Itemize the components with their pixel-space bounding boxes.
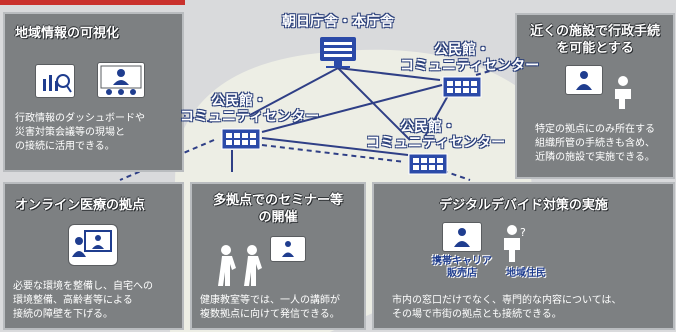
panel-digital: デジタルデバイド対策の実施 ? 携帯キャリア 販売店 地域住民 市内の窓口だけで… (372, 182, 675, 330)
title-line: を可能とする (556, 41, 634, 56)
title-strip (0, 0, 185, 5)
hq-label: 朝日庁舎・本庁舎 (282, 14, 394, 30)
panel-digital-body: 市内の窓口だけでなく、専門的な内容については、 その場で市街の拠点とも接続できる… (392, 294, 622, 322)
link-hq-right-top (337, 67, 441, 81)
lecturer-screen-icon (270, 236, 306, 262)
panel-medical-title: オンライン医療の拠点 (15, 198, 146, 213)
body-line: の接続に活用できる。 (15, 141, 115, 152)
video-conference-icon (97, 62, 145, 98)
link-left-right-bottom (261, 137, 409, 156)
label-line: 公民館・ (211, 93, 267, 109)
body-line: 組織所管の手続きも含め、 (535, 138, 655, 149)
link-hq-left (249, 67, 339, 116)
center-right-top-label: 公民館・ コミュニティセンター (400, 42, 540, 74)
dashed-left-medical (119, 139, 215, 181)
panel-nearby-body: 特定の拠点にのみ所在する 組織所管の手続きも含め、 近隣の施設で実施できる。 (517, 123, 673, 165)
body-line: 近隣の施設で実施できる。 (535, 152, 655, 163)
dashed-left-rb (261, 144, 406, 163)
body-line: 健康教室等では、一人の講師が (200, 295, 340, 306)
title-line: 近くの施設で行政手続 (529, 24, 660, 39)
body-line: その場で市街の拠点とも接続できる。 (392, 309, 562, 320)
panel-seminar: 多拠点でのセミナー等 の開催 健康教室等では、一人の講師が 複数拠点に向けて発信… (190, 182, 366, 330)
government-building-icon (320, 37, 356, 68)
carrier-shop-label: 携帯キャリア 販売店 (432, 256, 492, 280)
panel-seminar-body: 健康教室等では、一人の講師が 複数拠点に向けて発信できる。 (200, 294, 340, 322)
link-left-right-top (261, 84, 443, 133)
body-line: 複数拠点に向けて発信できる。 (200, 309, 340, 320)
body-line: 行政情報のダッシュボードや (15, 113, 145, 124)
panel-medical-body: 必要な環境を整備し、自宅への 環境整備、高齢者等による 接続の障壁を下げる。 (13, 280, 153, 322)
body-line: 市内の窓口だけでなく、専門的な内容については、 (392, 295, 622, 306)
label-line: 公民館・ (400, 119, 456, 135)
panel-seminar-title: 多拠点でのセミナー等 の開催 (192, 192, 364, 226)
body-line: 特定の拠点にのみ所在する (535, 124, 655, 135)
center-right-bottom-label: 公民館・ コミュニティセンター (366, 119, 506, 151)
label-line: コミュニティセンター (180, 109, 320, 125)
community-center-icon (442, 76, 482, 98)
title-line: 多拠点でのセミナー等 (212, 193, 343, 208)
exercise-people-icon (218, 245, 262, 286)
panel-medical: オンライン医療の拠点 必要な環境を整備し、自宅への 環境整備、高齢者等による 接… (3, 182, 184, 330)
link-hq-right-bottom (337, 67, 411, 141)
panel-visualization-title: 地域情報の可視化 (15, 26, 120, 41)
link-rt-rb (423, 91, 451, 139)
panel-digital-title: デジタルデバイド対策の実施 (439, 198, 608, 213)
body-line: 接続の障壁を下げる。 (13, 309, 113, 320)
panel-visualization-body: 行政情報のダッシュボードや 災害対策会議等の現場と の接続に活用できる。 (15, 112, 145, 154)
label-line: 販売店 (447, 268, 477, 279)
resident-icon: ? (504, 225, 526, 262)
counter-procedure-icon (565, 65, 603, 95)
label-line: 公民館・ (434, 42, 490, 58)
svg-text:?: ? (520, 226, 526, 239)
body-line: 環境整備、高齢者等による (13, 295, 133, 306)
resident-label: 地域住民 (506, 268, 546, 279)
body-line: 災害対策会議等の現場と (15, 127, 125, 138)
label-line: コミュニティセンター (366, 135, 506, 151)
visitor-icon (615, 76, 631, 109)
body-line: 必要な環境を整備し、自宅への (13, 281, 153, 292)
support-staff-icon (442, 222, 482, 252)
dashboard-icon (35, 64, 75, 98)
center-left-label: 公民館・ コミュニティセンター (180, 93, 320, 125)
title-line: の開催 (258, 210, 298, 225)
label-line: 携帯キャリア (432, 256, 492, 267)
online-medical-icon (68, 224, 118, 266)
panel-visualization: 地域情報の可視化 行政情報のダッシュボードや 災害対策会議等の現場と (3, 12, 184, 172)
panel-nearby-title: 近くの施設で行政手続 を可能とする (517, 23, 673, 57)
community-center-icon (221, 128, 261, 150)
label-line: コミュニティセンター (400, 58, 540, 74)
community-center-icon (408, 153, 448, 175)
panel-nearby: 近くの施設で行政手続 を可能とする 特定の拠点にのみ所在する 組織所管の手続きも… (515, 13, 675, 179)
network-links (231, 67, 451, 172)
dashed-rb-digital (425, 164, 471, 181)
